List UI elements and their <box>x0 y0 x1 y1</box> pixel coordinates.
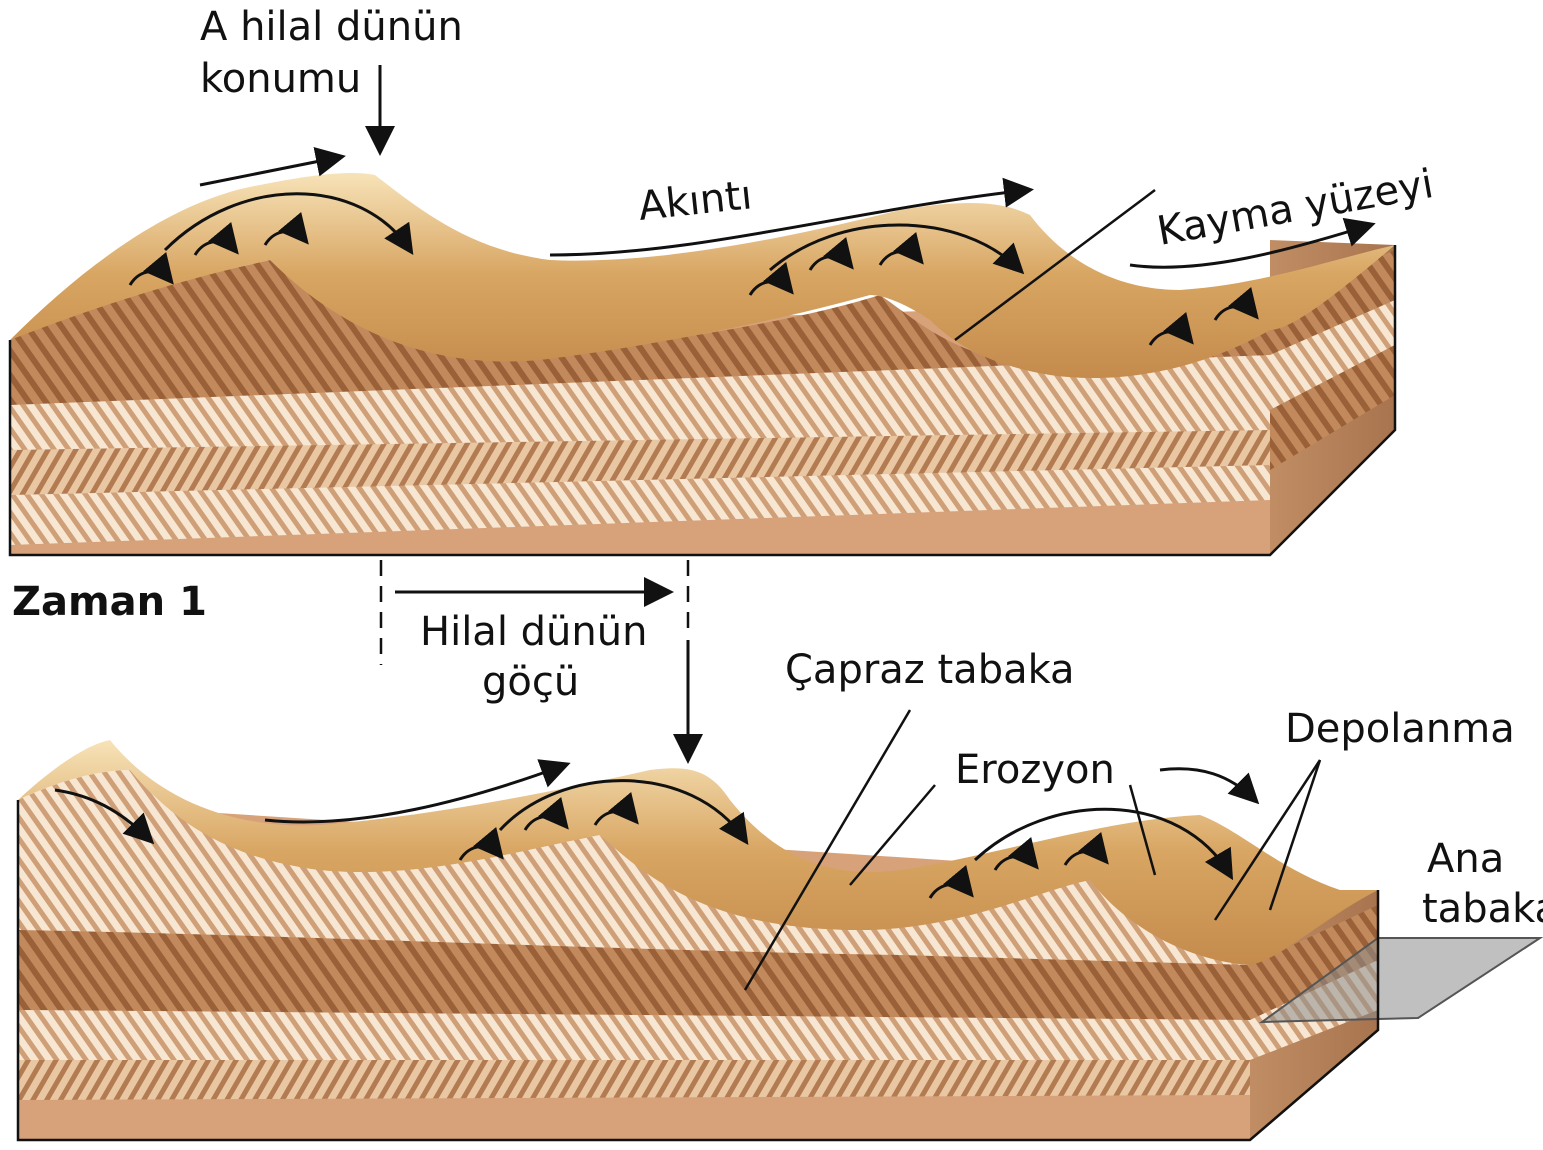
main-layer-label-line1: Ana <box>1427 836 1504 882</box>
crescent-position-label-line2: konumu <box>200 56 361 102</box>
migration-label-line1: Hilal dünün <box>420 609 647 655</box>
slip-face-label: Kayma yüzeyi <box>1154 161 1437 255</box>
bottom-stratum-4 <box>18 1060 1250 1100</box>
time1-label: Zaman 1 <box>12 579 207 625</box>
migration-label-line2: göçü <box>482 659 579 705</box>
deposition-arrow <box>1160 769 1255 800</box>
deposition-label: Depolanma <box>1285 706 1515 752</box>
crescent-position-label-line1: A hilal dünün <box>200 4 463 50</box>
bottom-block <box>18 740 1540 1140</box>
current-label: Akıntı <box>636 172 754 230</box>
erosion-label: Erozyon <box>955 747 1115 793</box>
cross-bedding-label: Çapraz tabaka <box>785 647 1075 693</box>
main-layer-label-line2: tabaka <box>1422 886 1543 932</box>
